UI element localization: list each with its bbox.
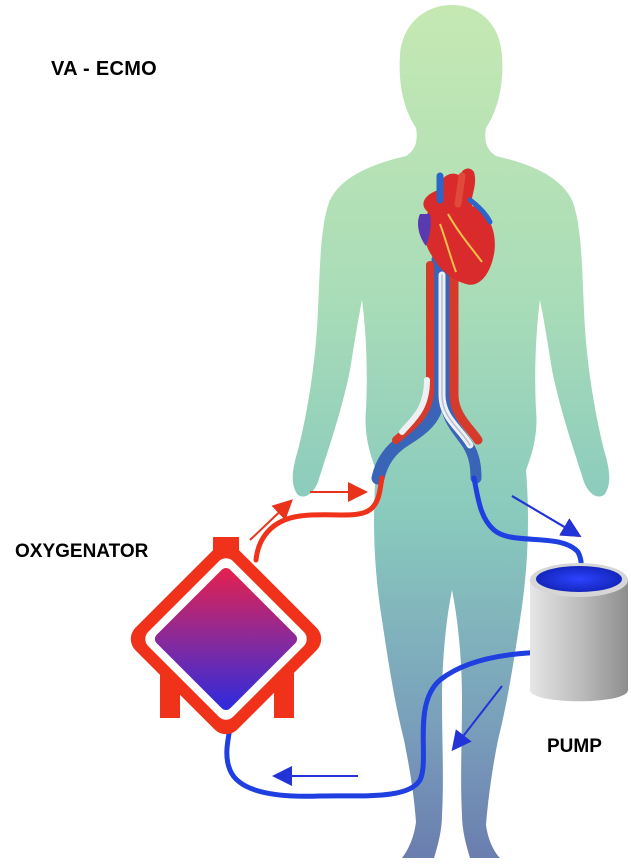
diagram-title: VA - ECMO xyxy=(51,58,157,81)
body-silhouette xyxy=(293,5,610,858)
pump-label: PUMP xyxy=(547,736,602,758)
oxygenated-line xyxy=(256,478,382,560)
oxygenator-label: OXYGENATOR xyxy=(15,541,148,563)
pump-icon xyxy=(530,563,628,701)
oxygenator-icon xyxy=(124,537,328,741)
